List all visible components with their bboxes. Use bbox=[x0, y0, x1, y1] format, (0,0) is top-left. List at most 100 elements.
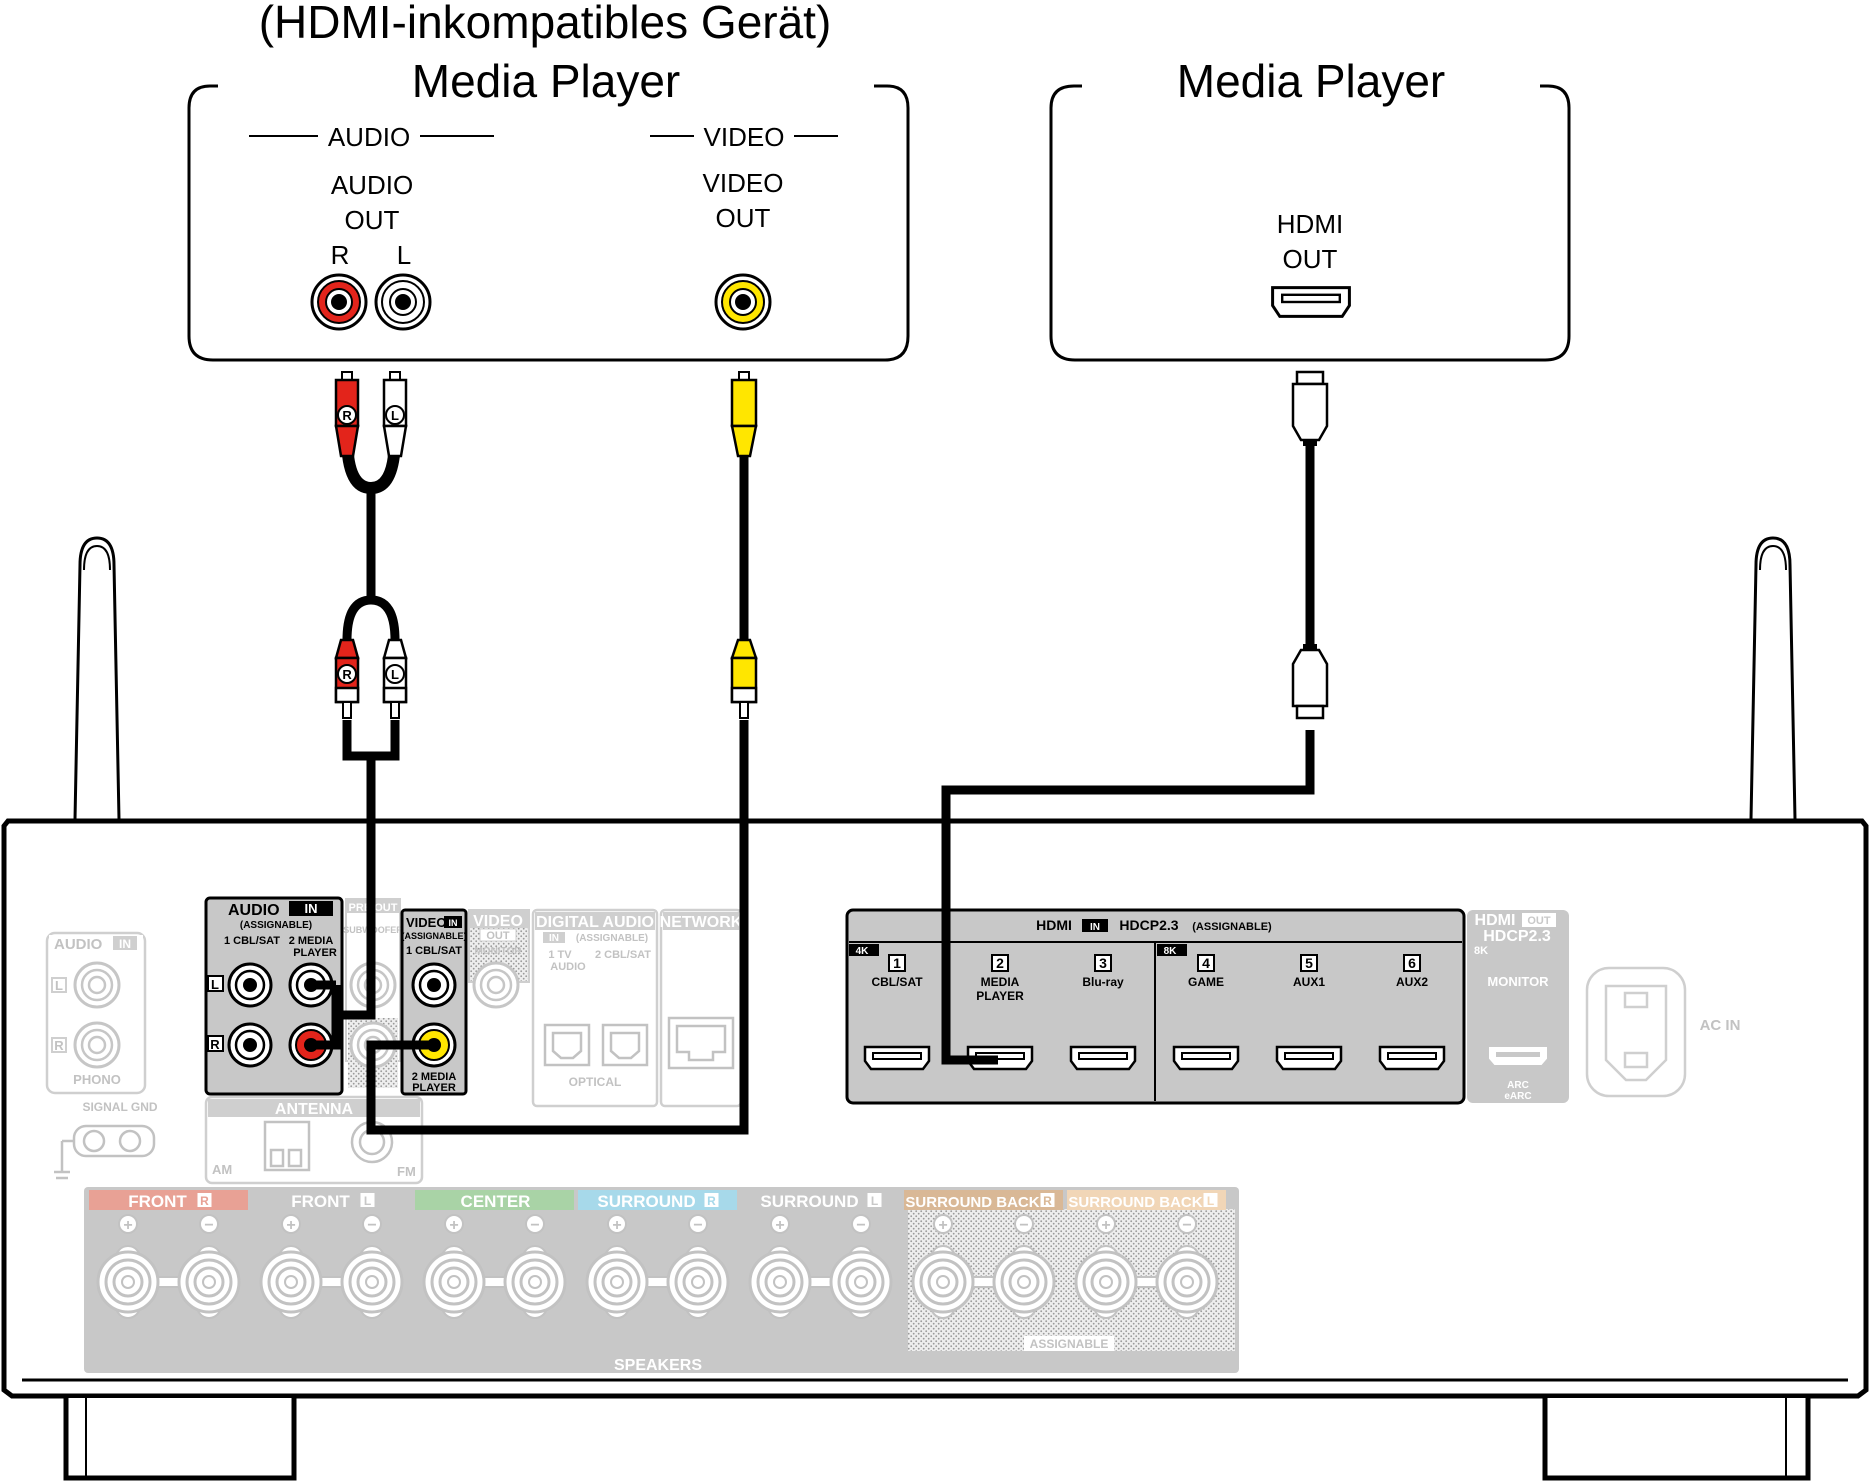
rca-plug-l-top: L bbox=[382, 371, 408, 458]
hdmi-in-port-number: 4 bbox=[1202, 955, 1210, 971]
analog-player-box bbox=[187, 84, 910, 362]
signal-gnd-label: SIGNAL GND bbox=[82, 1100, 157, 1114]
hdmi-in-port-name: AUX2 bbox=[1396, 975, 1428, 989]
svg-text:L: L bbox=[211, 977, 219, 992]
speaker-group-label: SURROUND BACK bbox=[1068, 1194, 1202, 1211]
svg-text:OPTICAL: OPTICAL bbox=[569, 1075, 622, 1089]
speaker-group-label: FRONT bbox=[291, 1192, 350, 1211]
svg-text:+: + bbox=[449, 1217, 458, 1234]
svg-text:−: − bbox=[1182, 1217, 1191, 1234]
svg-text:R: R bbox=[210, 1037, 220, 1052]
speaker-group-label: SURROUND bbox=[760, 1192, 858, 1211]
channel-r-label: R bbox=[331, 240, 350, 270]
svg-text:+: + bbox=[938, 1217, 947, 1234]
svg-text:HDCP2.3: HDCP2.3 bbox=[1483, 928, 1551, 945]
svg-text:ASSIGNABLE: ASSIGNABLE bbox=[1030, 1337, 1109, 1351]
svg-text:1 CBL/SAT: 1 CBL/SAT bbox=[224, 935, 280, 947]
speaker-group-3: CENTER+− bbox=[415, 1190, 574, 1320]
audio-in-1-l-jack[interactable] bbox=[227, 962, 273, 1008]
svg-text:VIDEO: VIDEO bbox=[406, 915, 446, 930]
video-out-section: VIDEO OUT MONITOR bbox=[468, 909, 530, 1009]
svg-text:+: + bbox=[775, 1217, 784, 1234]
svg-text:SPEAKERS: SPEAKERS bbox=[614, 1357, 702, 1374]
svg-text:2 MEDIA: 2 MEDIA bbox=[412, 1071, 457, 1083]
hdmi-port-socket bbox=[1275, 1045, 1343, 1071]
hdmi-in-port-number: 2 bbox=[996, 955, 1004, 971]
hdmi-in-port-name: MEDIA bbox=[981, 975, 1020, 989]
hdmi-port-socket bbox=[1378, 1045, 1446, 1071]
rca-plug-l-bottom: L bbox=[382, 638, 408, 719]
svg-text:R: R bbox=[54, 1038, 64, 1053]
video-out-label-2: OUT bbox=[716, 203, 771, 233]
svg-text:L: L bbox=[391, 408, 399, 423]
svg-text:(ASSIGNABLE): (ASSIGNABLE) bbox=[1192, 921, 1272, 933]
video-in-panel: VIDEO IN (ASSIGNABLE) 1 CBL/SAT 2 MEDIA … bbox=[400, 908, 468, 1096]
hdmi-player-title: Media Player bbox=[1177, 55, 1445, 107]
svg-text:−: − bbox=[1019, 1217, 1028, 1234]
svg-text:+: + bbox=[123, 1217, 132, 1234]
hdmi-port-socket bbox=[863, 1045, 931, 1071]
audio-out-l-jack[interactable] bbox=[374, 273, 432, 331]
svg-text:PHONO: PHONO bbox=[73, 1072, 121, 1087]
svg-text:L: L bbox=[55, 978, 63, 993]
video-out-jack[interactable] bbox=[714, 273, 772, 331]
hdmi-media-player: Media Player HDMI OUT bbox=[1049, 55, 1571, 362]
svg-text:IN: IN bbox=[119, 937, 131, 951]
svg-text:−: − bbox=[693, 1217, 702, 1234]
svg-text:FM: FM bbox=[397, 1164, 416, 1179]
svg-text:−: − bbox=[204, 1217, 213, 1234]
svg-text:IN: IN bbox=[1090, 922, 1100, 933]
speaker-channel-label: L bbox=[1207, 1194, 1214, 1208]
audio-out-label-2: OUT bbox=[345, 205, 400, 235]
svg-text:OUT: OUT bbox=[1527, 915, 1551, 927]
svg-text:ARC: ARC bbox=[1507, 1080, 1529, 1091]
svg-text:IN: IN bbox=[549, 933, 559, 944]
hdmi-in-port-number: 3 bbox=[1099, 955, 1107, 971]
rca-plug-r-top: R bbox=[334, 371, 360, 458]
hdmi-in-port-name: GAME bbox=[1188, 975, 1224, 989]
svg-text:+: + bbox=[286, 1217, 295, 1234]
svg-text:MONITOR: MONITOR bbox=[1487, 974, 1549, 989]
audio-header: AUDIO bbox=[328, 122, 410, 152]
hdmi-in-port-name-2: PLAYER bbox=[976, 989, 1024, 1003]
speaker-channel-label: R bbox=[707, 1194, 716, 1208]
svg-text:AC IN: AC IN bbox=[1700, 1017, 1741, 1034]
video-in-1-jack[interactable] bbox=[411, 962, 457, 1008]
hdmi-in-port-number: 5 bbox=[1305, 955, 1313, 971]
speaker-channel-label: L bbox=[364, 1194, 371, 1208]
svg-text:R: R bbox=[342, 408, 352, 423]
svg-text:ANTENNA: ANTENNA bbox=[275, 1101, 354, 1118]
hdmi-in-port-name: Blu-ray bbox=[1082, 975, 1124, 989]
speaker-group-label: SURROUND bbox=[597, 1192, 695, 1211]
hdmi-in-port-name: AUX1 bbox=[1293, 975, 1325, 989]
svg-text:L: L bbox=[391, 667, 399, 682]
audio-rca-cable bbox=[311, 435, 401, 1050]
video-out-label: VIDEO bbox=[703, 168, 784, 198]
speaker-group-label: SURROUND BACK bbox=[905, 1194, 1039, 1211]
audio-out-r-jack[interactable] bbox=[310, 273, 368, 331]
svg-text:VIDEO: VIDEO bbox=[473, 913, 523, 930]
speaker-group-label: FRONT bbox=[128, 1192, 187, 1211]
svg-text:DIGITAL AUDIO: DIGITAL AUDIO bbox=[536, 914, 654, 931]
svg-text:PLAYER: PLAYER bbox=[412, 1082, 456, 1094]
hdmi-player-box bbox=[1049, 84, 1571, 362]
svg-text:−: − bbox=[856, 1217, 865, 1234]
hdmi-out-port[interactable] bbox=[1271, 286, 1351, 318]
video-header: VIDEO bbox=[704, 122, 785, 152]
svg-text:AUDIO: AUDIO bbox=[54, 936, 103, 953]
audio-in-1-r-jack[interactable] bbox=[227, 1022, 273, 1068]
hdmi-in-port-name: CBL/SAT bbox=[871, 975, 923, 989]
analog-player-title: Media Player bbox=[412, 55, 680, 107]
